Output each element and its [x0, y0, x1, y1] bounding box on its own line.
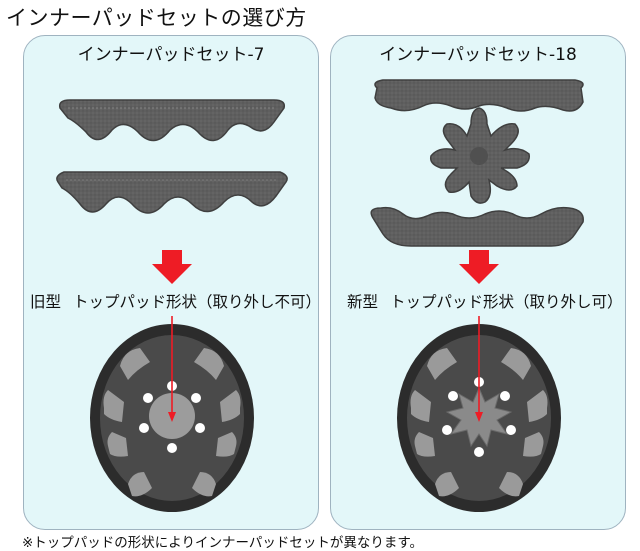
- page-title: インナーパッドセットの選び方: [6, 6, 307, 30]
- panel-inner-pad-set-18: インナーパッドセット-18: [330, 35, 626, 530]
- panel-inner-pad-set-7: インナーパッドセット-7: [23, 35, 321, 530]
- panel-illustration: [370, 79, 584, 512]
- caption-desc: トップパッド形状（取り外し可）: [390, 293, 623, 311]
- inner-pad-strip-bottom: [56, 171, 288, 214]
- top-pad-star: [429, 107, 530, 204]
- caption-desc: トップパッド形状（取り外し不可）: [73, 293, 322, 311]
- panel-caption: 旧型トップパッド形状（取り外し不可）: [30, 290, 321, 312]
- footnote: ※トップパッドの形状によりインナーパッドセットが異なります。: [22, 535, 424, 551]
- panel-illustration: [56, 99, 288, 512]
- inner-pad-strip-top: [374, 79, 584, 112]
- down-arrow-icon: [459, 250, 499, 284]
- helmet-top-view-new: [397, 316, 561, 512]
- inner-pad-strip-top: [58, 99, 286, 142]
- down-arrow-icon: [152, 250, 192, 284]
- helmet-top-view-old: [90, 316, 254, 512]
- caption-type: 旧型: [30, 293, 62, 311]
- panel-title: インナーパッドセット-7: [77, 45, 265, 65]
- panel-title: インナーパッドセット-18: [379, 45, 577, 65]
- panel-caption: 新型トップパッド形状（取り外し可）: [347, 290, 623, 312]
- caption-type: 新型: [347, 293, 379, 311]
- inner-pad-strip-bottom: [370, 206, 584, 247]
